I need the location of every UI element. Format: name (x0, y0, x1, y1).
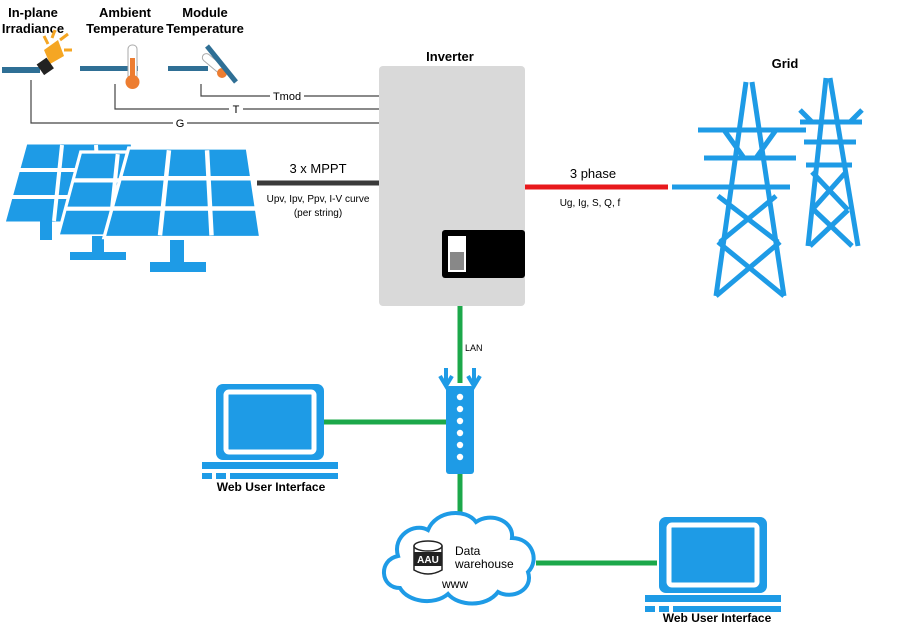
mppt-detail-line2: (per string) (294, 208, 342, 219)
transmission-tower-icon (672, 77, 864, 298)
irradiance-sensor: In-plane Irradiance (2, 5, 72, 76)
module-sensor: Module Temperature (166, 5, 244, 84)
module-panel-edge (205, 44, 238, 84)
irradiance-label-line1: In-plane (8, 5, 58, 20)
network-switch-icon (438, 368, 482, 474)
solar-panel-icon (104, 148, 261, 272)
inverter-title: Inverter (426, 49, 474, 64)
data-warehouse-line2: warehouse (454, 557, 514, 571)
thermometer-icon (125, 44, 140, 89)
signal-t-label: T (233, 104, 240, 116)
cloud-icon (382, 510, 536, 606)
signal-tmod-label: Tmod (273, 91, 301, 103)
ambient-sensor: Ambient Temperature (80, 5, 164, 89)
signal-g-label: G (176, 118, 185, 130)
module-label-line1: Module (182, 5, 228, 20)
data-warehouse-line1: Data (455, 544, 481, 558)
module-label-line2: Temperature (166, 21, 244, 36)
computer-icon (202, 384, 338, 479)
right-web-ui-label: Web User Interface (663, 611, 772, 625)
left-web-ui-label: Web User Interface (217, 480, 326, 494)
solar-panel-icon (2, 141, 146, 240)
mppt-label: 3 x MPPT (289, 161, 346, 176)
ambient-bar (80, 66, 138, 71)
computer-icon (645, 517, 781, 612)
irradiance-sensor-body (2, 67, 40, 73)
aau-badge: AAU (417, 555, 439, 566)
pv-array (2, 141, 261, 272)
database-icon (413, 540, 443, 575)
sun-icon (42, 29, 72, 64)
irradiance-label-line2: Irradiance (2, 21, 64, 36)
mppt-detail-line1: Upv, Ipv, Ppv, I-V curve (267, 194, 370, 205)
grid-measurements-label: Ug, Ig, S, Q, f (560, 198, 621, 209)
pyranometer-icon (36, 57, 54, 76)
ambient-label-line2: Temperature (86, 21, 164, 36)
three-phase-label: 3 phase (570, 166, 616, 181)
ambient-label-line1: Ambient (99, 5, 152, 20)
sensor-wiring (30, 80, 379, 124)
solar-panel-icon (58, 152, 202, 260)
grid-title: Grid (772, 56, 799, 71)
module-bar (168, 66, 208, 71)
www-label: www (441, 577, 468, 591)
lan-label: LAN (465, 343, 483, 353)
